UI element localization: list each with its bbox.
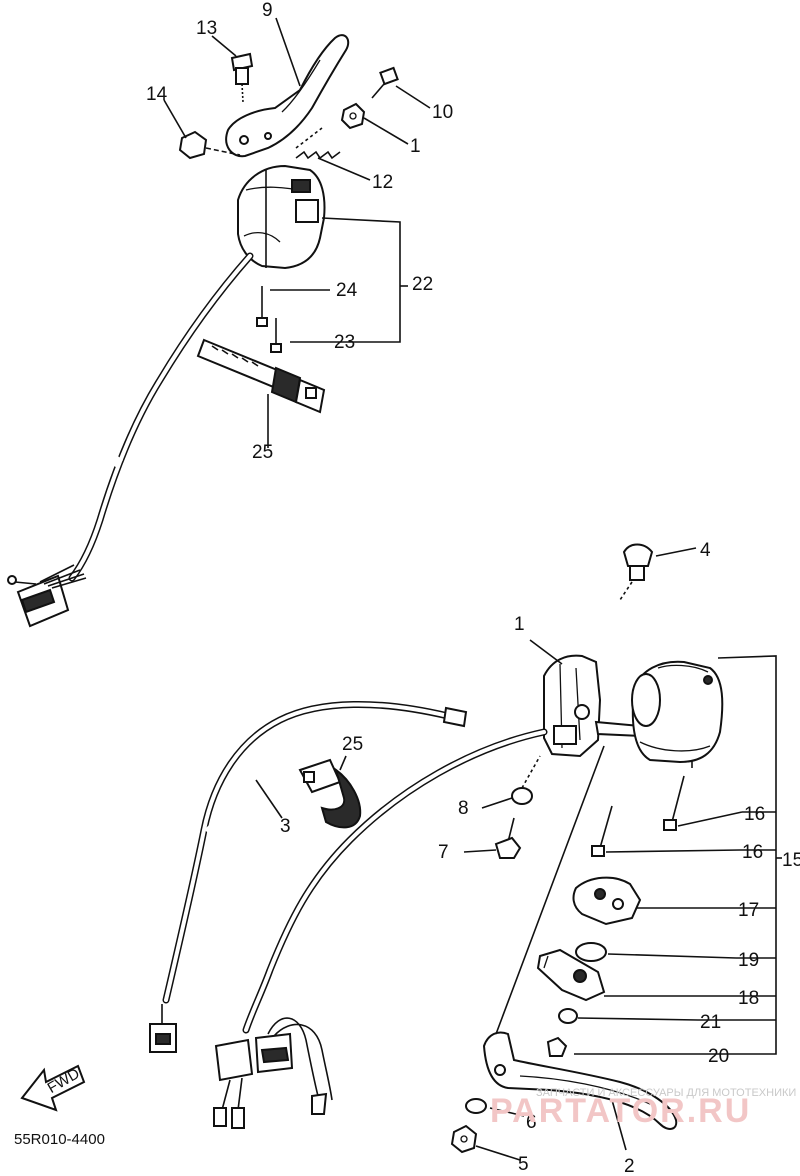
label-16-upper: 16 [744,804,765,825]
nut-8 [511,755,541,805]
label-8: 8 [458,798,469,819]
washer-19 [575,942,607,962]
diagram-code: 55R010-4400 [14,1131,105,1148]
label-23: 23 [334,332,355,353]
lower-assembly [20,543,782,1161]
clutch-lever [225,34,350,158]
watermark: ЗАПЧАСТИ И АКСЕССУАРЫ ДЛЯ МОТОТЕХНИКИ PA… [490,1087,796,1130]
label-10: 10 [432,102,453,123]
right-harness-cable [213,728,548,1129]
screw-20 [546,1036,568,1057]
label-7: 7 [438,842,449,863]
label-1-upper: 1 [410,136,421,157]
throttle-guide-17 [572,876,642,926]
cable-band-lower [298,758,362,829]
label-20: 20 [708,1046,729,1067]
screw-16-lower [591,805,613,857]
right-switch-housing [631,660,724,768]
label-9: 9 [262,0,273,21]
screw-23 [270,318,282,353]
callout-labels: 13 9 14 10 1 12 22 24 23 25 4 1 25 8 7 3… [14,0,800,1176]
lower-leader-lines [255,547,782,1161]
label-22: 22 [412,274,433,295]
fwd-arrow-icon [20,1064,86,1112]
collar-6 [465,1098,487,1114]
label-1-lower: 1 [514,614,525,635]
label-4: 4 [700,540,711,561]
screw-10 [371,66,399,99]
label-18: 18 [738,988,759,1009]
cable-band-upper [196,338,326,414]
label-13: 13 [196,18,217,39]
label-6: 6 [526,1112,537,1133]
upper-assembly [7,17,431,628]
label-25-upper: 25 [252,442,273,463]
screw-24 [256,286,268,327]
brake-bracket [543,654,644,758]
collar-11 [340,102,366,130]
label-16-lower: 16 [742,842,763,863]
label-5: 5 [518,1154,529,1175]
nut-5 [450,1124,478,1154]
brake-lever [482,745,678,1130]
screw-16-upper [663,775,685,831]
label-24: 24 [336,280,358,301]
label-14: 14 [146,84,168,105]
pivot-bolt [230,52,254,103]
label-3: 3 [280,816,291,837]
spring-12 [295,127,341,160]
bolt-7 [494,817,522,859]
label-12: 12 [372,172,393,193]
label-17: 17 [738,900,759,921]
label-2: 2 [624,1156,635,1176]
nut-21 [558,1008,578,1024]
nut-14 [178,130,241,160]
label-25-lower: 25 [342,734,363,755]
left-cable [7,252,254,628]
watermark-caption: ЗАПЧАСТИ И АКСЕССУАРЫ ДЛЯ МОТОТЕХНИКИ [536,1087,796,1099]
label-21: 21 [700,1012,721,1033]
label-15: 15 [782,850,800,871]
left-switch-housing [237,164,326,270]
bolt-4 [619,543,654,601]
label-19: 19 [738,950,759,971]
upper-leader-lines [163,17,431,448]
throttle-cable-3 [149,701,468,1053]
throttle-part-18 [536,948,606,1002]
watermark-brand: PARTATOR.RU [490,1092,751,1130]
